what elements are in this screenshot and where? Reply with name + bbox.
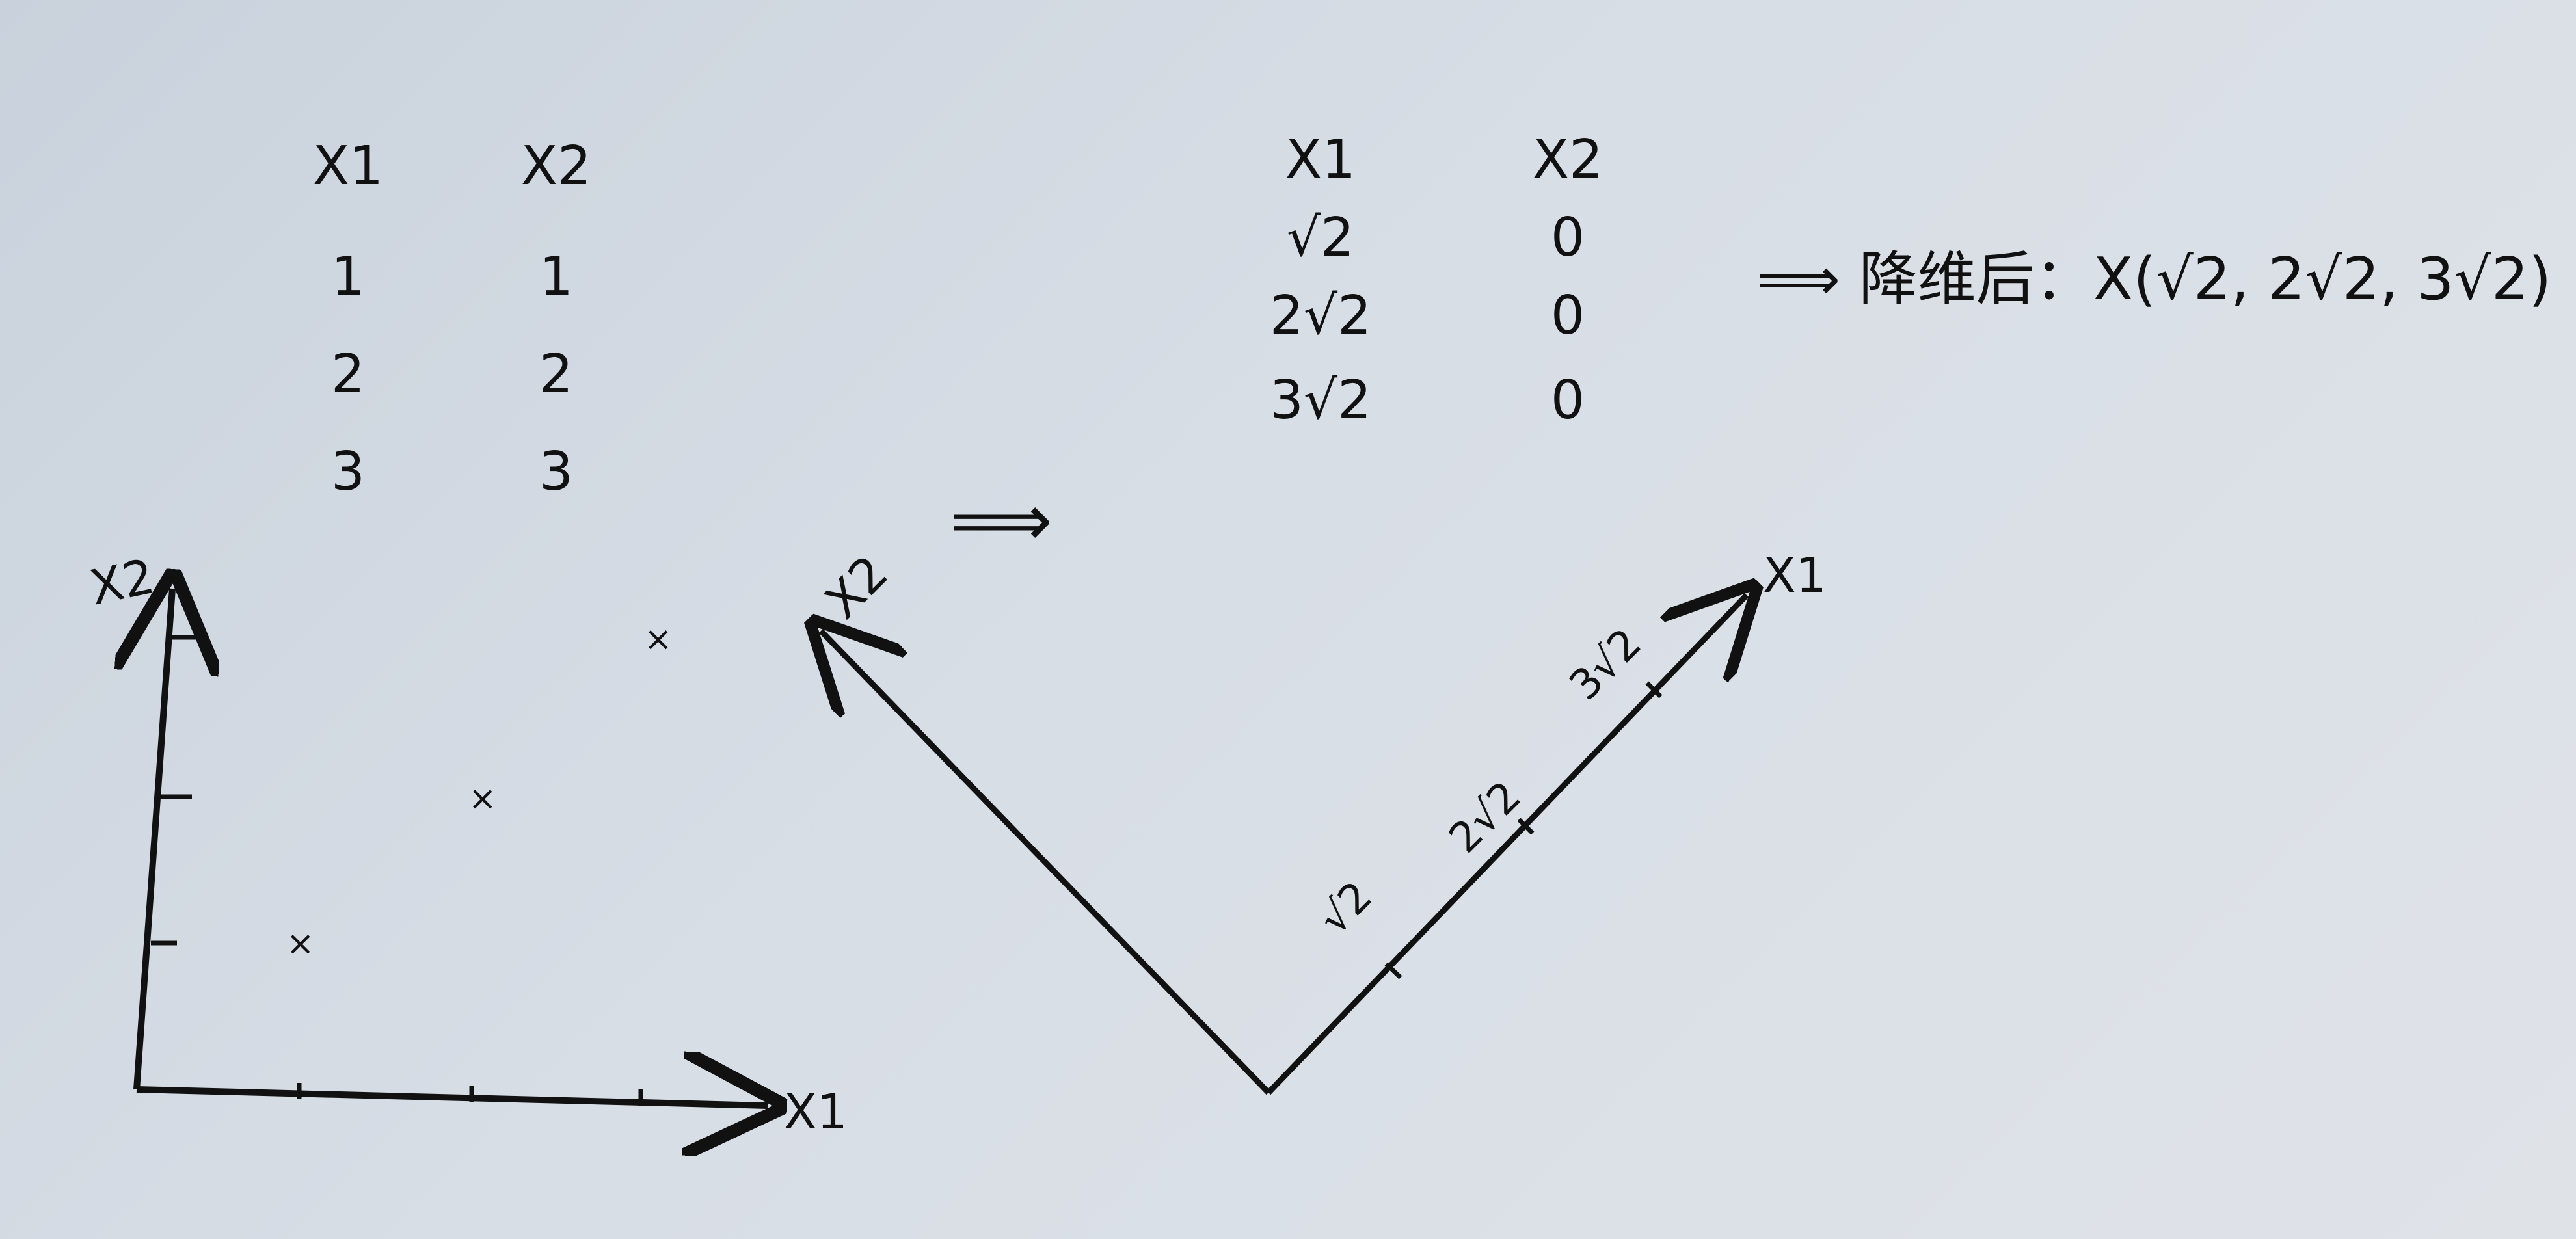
left-table-header-x2: X2 <box>520 135 592 197</box>
left-table-row-2: 2 2 <box>244 348 660 401</box>
right-x1-axis-label: X1 <box>1763 548 1827 604</box>
left-table-cell: 3 <box>330 441 366 503</box>
left-table-row-3: 3 3 <box>244 446 660 499</box>
right-x1-tick <box>1384 962 1402 979</box>
right-table-header-x1: X1 <box>1285 129 1356 191</box>
left-point-3: × <box>644 620 673 659</box>
left-table-header: X1 X2 <box>244 140 660 193</box>
left-table-cell: 2 <box>330 343 366 405</box>
left-point-2: × <box>468 779 497 818</box>
right-table-header: X1 X2 <box>1223 133 1717 187</box>
right-plot: √2 2√2 3√2 X1 X2 <box>814 545 1827 1095</box>
right-tick-label: √2 <box>1310 872 1382 944</box>
right-table-cell: 0 <box>1550 285 1585 347</box>
left-x-axis-label: X1 <box>784 1084 848 1140</box>
left-table-cell: 3 <box>539 441 574 503</box>
left-table-header-x1: X1 <box>312 135 384 197</box>
right-table-row-3: 3√2 0 <box>1223 374 1717 427</box>
right-x1-tick <box>1517 818 1535 835</box>
right-table-cell: 0 <box>1550 369 1585 431</box>
left-y-axis-label: X2 <box>85 548 159 616</box>
left-table-cell: 2 <box>539 343 574 405</box>
right-table-cell: 3√2 <box>1269 369 1372 431</box>
right-x1-tick <box>1645 681 1663 699</box>
right-tick-label: 3√2 <box>1561 620 1651 710</box>
right-table-cell: 0 <box>1550 207 1585 269</box>
left-table-cell: 1 <box>330 246 366 308</box>
middle-arrow: ⟹ <box>950 479 1053 562</box>
right-table-header-x2: X2 <box>1532 129 1603 191</box>
left-table-row-1: 1 1 <box>244 250 660 304</box>
right-x2-axis-label: X2 <box>814 545 899 630</box>
right-table-cell: 2√2 <box>1269 285 1372 347</box>
dimensionality-reduction-result: ⟹ 降维后：X(√2, 2√2, 3√2) <box>1756 245 2552 313</box>
right-table-row-2: 2√2 0 <box>1223 289 1717 343</box>
left-plot: × × × X1 X2 <box>85 548 848 1140</box>
left-y-axis <box>137 589 172 1090</box>
left-x-axis <box>136 1089 768 1106</box>
right-x1-axis <box>1266 595 1747 1095</box>
right-table-row-1: √2 0 <box>1223 211 1717 265</box>
right-x2-axis <box>821 631 1271 1095</box>
left-point-1: × <box>286 924 315 963</box>
left-table-cell: 1 <box>539 246 574 308</box>
right-tick-label: 2√2 <box>1440 773 1531 863</box>
right-table-cell: √2 <box>1286 207 1355 269</box>
